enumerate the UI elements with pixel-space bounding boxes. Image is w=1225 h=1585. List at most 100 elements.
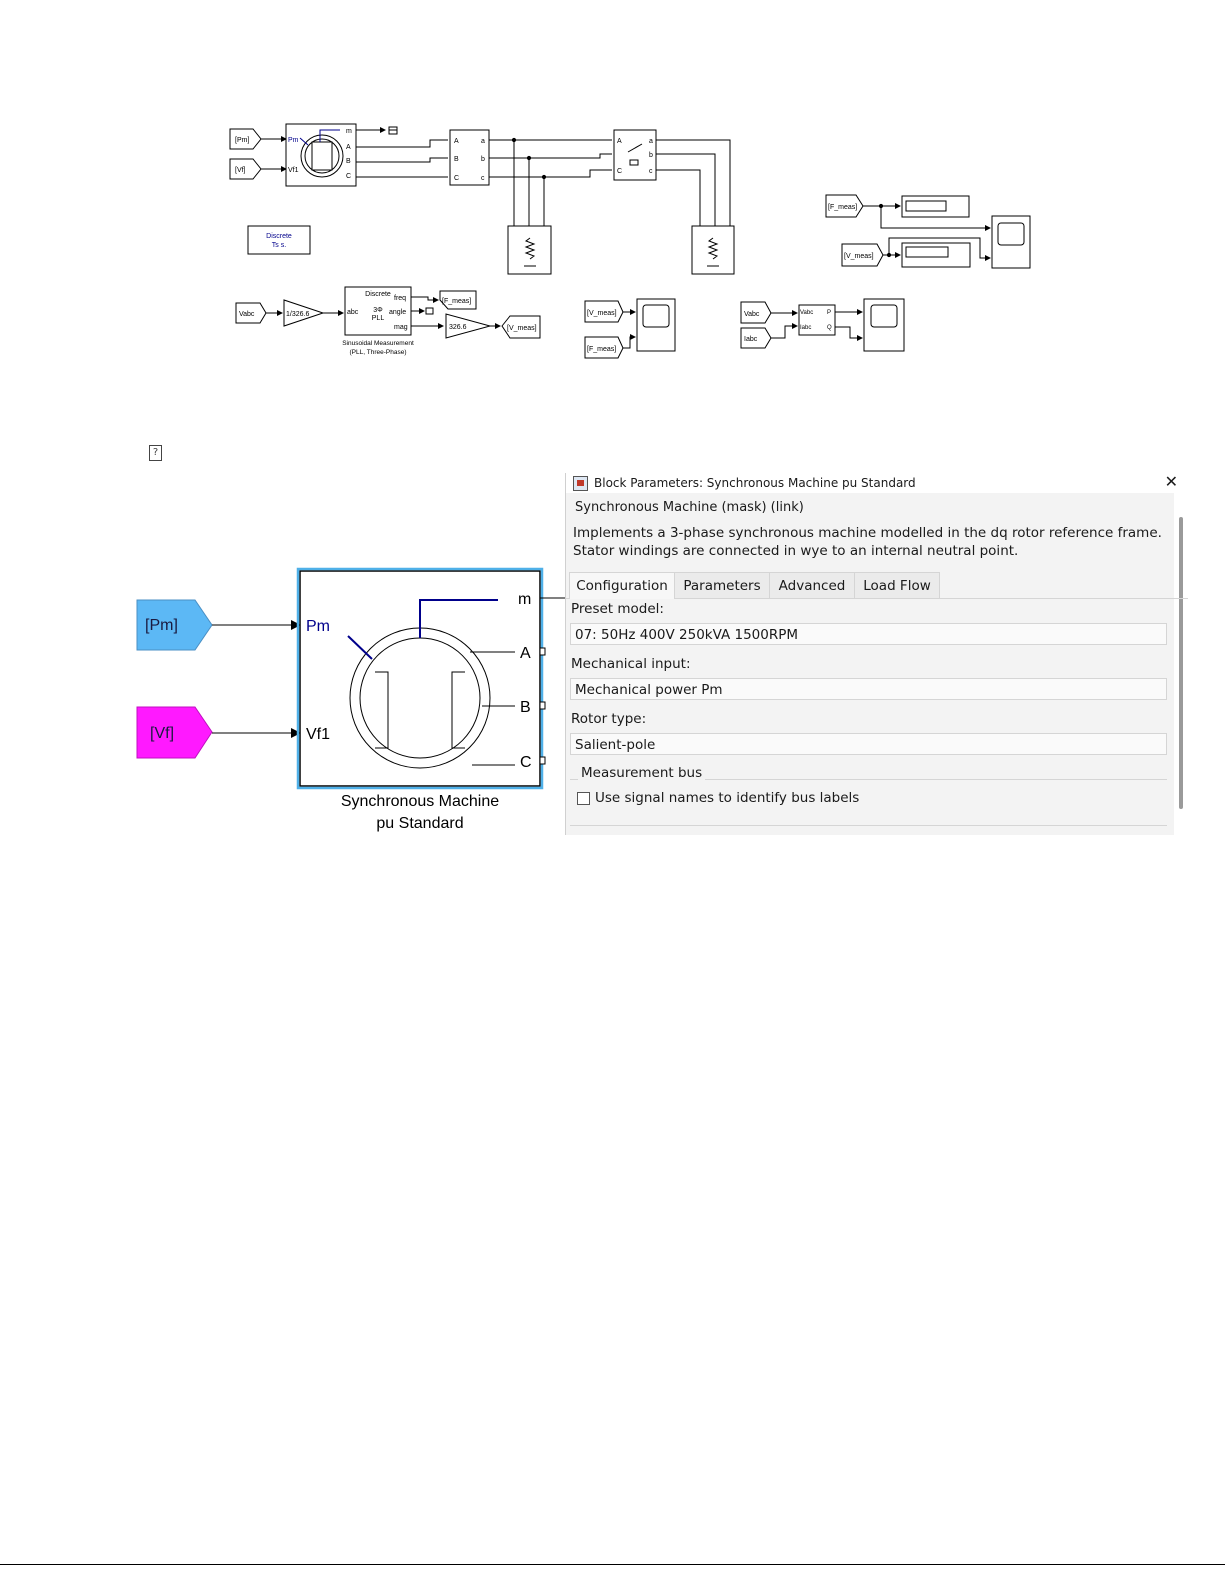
scope-block-1[interactable] bbox=[636, 298, 676, 352]
svg-text:Discrete: Discrete bbox=[365, 291, 391, 298]
goto-tag-pm-large[interactable]: [Pm] bbox=[136, 599, 213, 651]
from-vabc-pq[interactable]: Vabc bbox=[740, 301, 772, 324]
synchronous-machine-zoom: [Pm] [Vf] Pm Vf1 m A B C Synchronous Mac… bbox=[136, 567, 565, 832]
svg-text:C: C bbox=[454, 175, 459, 182]
tab-advanced[interactable]: Advanced bbox=[769, 572, 855, 598]
close-icon[interactable]: ✕ bbox=[1164, 472, 1178, 491]
mechanical-input-select[interactable]: Mechanical power Pm bbox=[570, 678, 1167, 700]
svg-text:B: B bbox=[346, 158, 351, 165]
from-f-meas-display[interactable]: [F_meas] bbox=[825, 194, 864, 218]
goto-v-meas[interactable]: [V_meas] bbox=[501, 315, 541, 339]
terminator-angle[interactable] bbox=[425, 307, 434, 315]
svg-text:m: m bbox=[518, 591, 531, 608]
svg-text:freq: freq bbox=[394, 295, 406, 302]
scrollbar-thumb[interactable] bbox=[1179, 517, 1183, 809]
svg-text:mag: mag bbox=[394, 324, 408, 331]
scope-block-3[interactable] bbox=[991, 215, 1031, 269]
from-iabc-pq[interactable]: Iabc bbox=[740, 327, 772, 349]
rotor-type-label: Rotor type: bbox=[571, 711, 647, 727]
svg-text:Vf1: Vf1 bbox=[306, 726, 330, 743]
svg-text:Sinusoidal Measurement: Sinusoidal Measurement bbox=[342, 340, 414, 347]
block-caption-line1: Synchronous Machine bbox=[341, 793, 499, 810]
svg-text:angle: angle bbox=[389, 309, 406, 316]
block-caption-line2: pu Standard bbox=[376, 815, 463, 832]
three-phase-breaker-block[interactable]: A C a b c bbox=[613, 129, 657, 181]
svg-text:[Vf]: [Vf] bbox=[150, 725, 174, 742]
mask-description: Implements a 3-phase synchronous machine… bbox=[573, 525, 1162, 559]
power-pq-block[interactable]: Vabc Iabc P Q bbox=[798, 304, 836, 336]
svg-text:B: B bbox=[454, 156, 459, 163]
synchronous-machine-block[interactable]: Pm Vf1 m A B C bbox=[285, 123, 357, 187]
svg-text:b: b bbox=[649, 152, 653, 159]
three-phase-vi-measurement-block[interactable]: A B C a b c bbox=[449, 129, 490, 186]
svg-text:abc: abc bbox=[347, 309, 359, 316]
display-block-freq[interactable] bbox=[901, 195, 970, 218]
preset-model-label: Preset model: bbox=[571, 601, 664, 617]
svg-text:326.6: 326.6 bbox=[449, 324, 467, 331]
display-block-voltage[interactable] bbox=[901, 242, 971, 268]
tab-load-flow[interactable]: Load Flow bbox=[854, 572, 940, 598]
three-phase-load-block-1[interactable] bbox=[507, 225, 552, 275]
rotor-type-select[interactable]: Salient-pole bbox=[570, 733, 1167, 755]
use-signal-names-label[interactable]: Use signal names to identify bus labels bbox=[595, 790, 860, 806]
svg-text:Iabc: Iabc bbox=[800, 325, 811, 331]
svg-text:A: A bbox=[346, 144, 351, 151]
three-phase-load-block-2[interactable] bbox=[691, 225, 735, 275]
goto-tag-vf-large[interactable]: [Vf] bbox=[136, 706, 213, 759]
simulink-model-diagram: [Pm] [Vf] Pm Vf1 m A B C bbox=[229, 123, 1031, 359]
terminator-block[interactable] bbox=[388, 126, 398, 135]
svg-text:C: C bbox=[617, 168, 622, 175]
svg-text:[F_meas]: [F_meas] bbox=[442, 298, 471, 305]
simulink-app-icon bbox=[573, 476, 588, 491]
svg-text:A: A bbox=[520, 645, 531, 662]
svg-text:Iabc: Iabc bbox=[744, 336, 758, 343]
goto-f-meas[interactable]: [F_meas] bbox=[439, 290, 477, 310]
svg-text:Vabc: Vabc bbox=[800, 310, 813, 316]
svg-text:B: B bbox=[520, 699, 531, 716]
block-parameters-dialog: Block Parameters: Synchronous Machine pu… bbox=[565, 472, 1188, 835]
svg-text:A: A bbox=[617, 138, 622, 145]
svg-text:Ts s.: Ts s. bbox=[272, 242, 286, 249]
svg-text:[V_meas]: [V_meas] bbox=[587, 310, 617, 317]
use-signal-names-checkbox[interactable] bbox=[577, 792, 590, 805]
svg-text:Q: Q bbox=[827, 325, 832, 331]
mask-header: Synchronous Machine (mask) (link) bbox=[575, 500, 804, 515]
svg-text:3Φ: 3Φ bbox=[373, 307, 383, 314]
svg-text:Pm: Pm bbox=[288, 137, 299, 144]
svg-text:a: a bbox=[649, 138, 653, 145]
svg-text:[V_meas]: [V_meas] bbox=[507, 325, 537, 332]
svg-text:Vabc: Vabc bbox=[744, 311, 760, 318]
svg-text:C: C bbox=[520, 754, 532, 771]
gain-block-out[interactable]: 326.6 bbox=[445, 313, 492, 339]
tab-parameters[interactable]: Parameters bbox=[674, 572, 770, 598]
measurement-bus-title: Measurement bus bbox=[578, 765, 706, 781]
svg-text:P: P bbox=[827, 310, 831, 316]
synchronous-machine-block-large[interactable]: Pm Vf1 m A B C bbox=[296, 567, 565, 790]
svg-text:A: A bbox=[454, 138, 459, 145]
broken-image-icon: ? bbox=[149, 445, 162, 461]
scrollbar-track[interactable] bbox=[1174, 493, 1188, 835]
svg-text:Discrete: Discrete bbox=[266, 233, 292, 240]
pll-sinusoidal-measurement-block[interactable]: Discrete 3Φ PLL abc freq angle mag Sinus… bbox=[342, 286, 414, 356]
svg-text:b: b bbox=[481, 156, 485, 163]
goto-tag-vf[interactable]: [Vf] bbox=[229, 158, 262, 180]
from-f-meas-scope[interactable]: [F_meas] bbox=[584, 336, 624, 359]
svg-text:c: c bbox=[481, 175, 485, 182]
powergui-block[interactable]: Discrete Ts s. bbox=[247, 225, 311, 255]
dialog-title: Block Parameters: Synchronous Machine pu… bbox=[594, 476, 916, 490]
from-v-meas-display[interactable]: [V_meas] bbox=[841, 243, 884, 267]
from-vabc[interactable]: Vabc bbox=[235, 302, 267, 324]
svg-text:[Pm]: [Pm] bbox=[235, 137, 249, 144]
svg-text:a: a bbox=[481, 138, 485, 145]
scope-block-2[interactable] bbox=[863, 298, 905, 352]
preset-model-select[interactable]: 07: 50Hz 400V 250kVA 1500RPM bbox=[570, 623, 1167, 645]
goto-tag-pm[interactable]: [Pm] bbox=[229, 128, 262, 150]
svg-text:C: C bbox=[346, 173, 351, 180]
svg-text:[Pm]: [Pm] bbox=[145, 617, 178, 634]
gain-block-in[interactable]: 1/326.6 bbox=[283, 299, 325, 327]
tab-configuration[interactable]: Configuration bbox=[569, 572, 675, 599]
svg-text:[F_meas]: [F_meas] bbox=[828, 204, 857, 211]
dialog-title-bar[interactable]: Block Parameters: Synchronous Machine pu… bbox=[566, 472, 1188, 493]
from-v-meas-scope[interactable]: [V_meas] bbox=[584, 300, 624, 323]
svg-text:c: c bbox=[649, 168, 653, 175]
